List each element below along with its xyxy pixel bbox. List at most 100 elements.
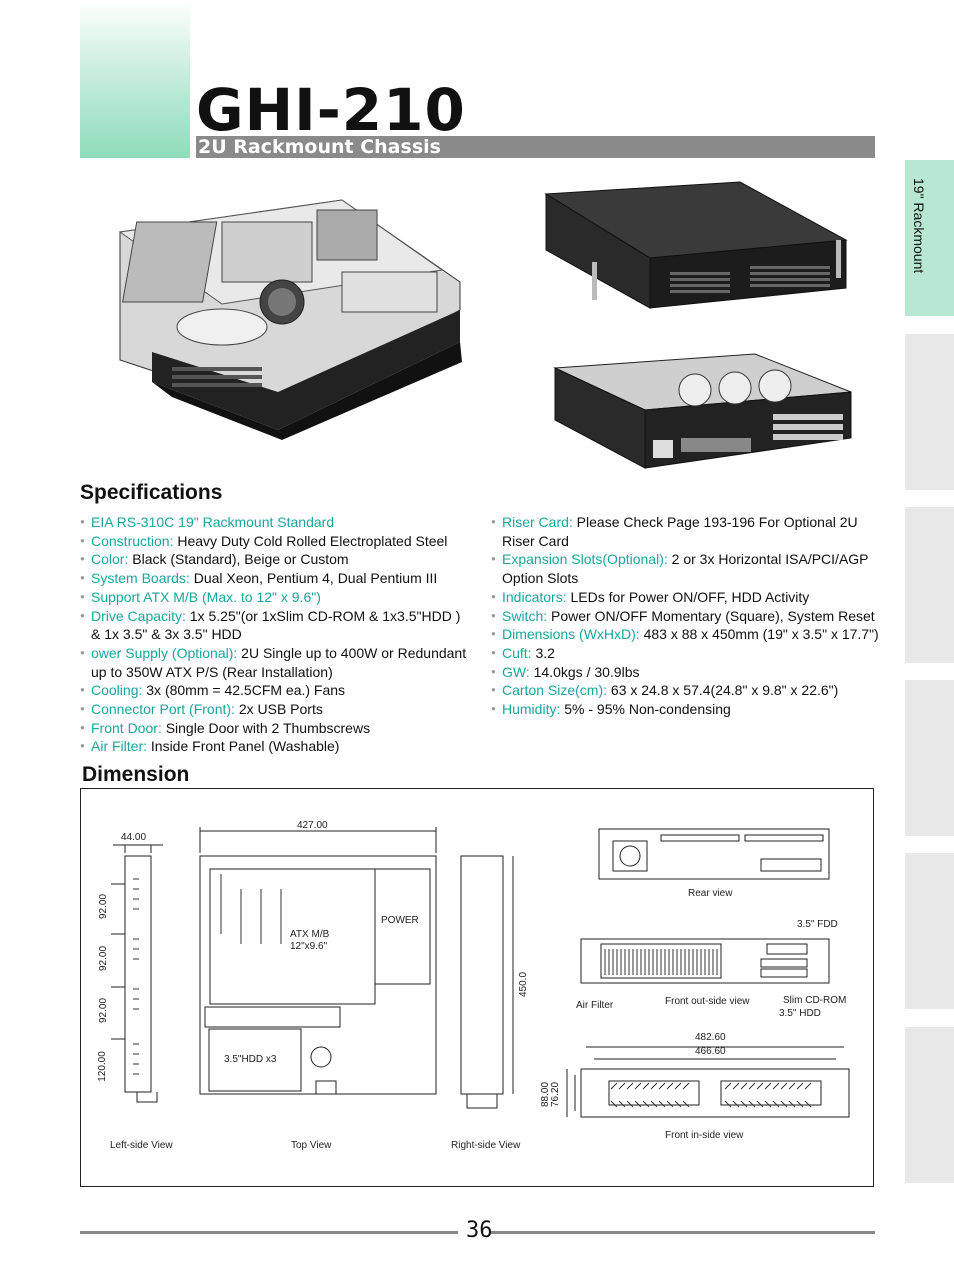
spec-item: Dimensions (WxHxD): 483 x 88 x 450mm (19…	[491, 625, 881, 644]
spec-label: GW:	[502, 663, 530, 680]
spec-item: Riser Card: Please Check Page 193-196 Fo…	[491, 513, 881, 550]
spec-label: Cooling:	[91, 682, 143, 699]
spec-value: 2U Single up to 400W or Redundant up to …	[91, 644, 467, 680]
spec-item: EIA RS-310C 19" Rackmount Standard	[80, 513, 472, 532]
spec-label: Drive Capacity:	[91, 607, 186, 624]
spec-item: Color: Black (Standard), Beige or Custom	[80, 550, 472, 569]
side-tab-2[interactable]	[905, 334, 954, 490]
spec-item: Cooling: 3x (80mm = 42.5CFM ea.) Fans	[80, 681, 472, 700]
label-right-side-view: Right-side View	[451, 1140, 521, 1151]
spec-value: 63 x 24.8 x 57.4(24.8" x 9.8" x 22.6")	[607, 682, 839, 699]
right-side-outline	[460, 855, 504, 1095]
spec-item: GW: 14.0kgs / 30.9lbs	[491, 663, 881, 682]
spec-value: 5% - 95% Non-condensing	[560, 701, 731, 718]
subtitle-bar	[196, 136, 875, 158]
spec-list-right: Riser Card: Please Check Page 193-196 Fo…	[491, 513, 881, 719]
dim-width-482: 482.60	[695, 1032, 726, 1043]
spec-item: Support ATX M/B (Max. to 12" x 9.6")	[80, 588, 472, 607]
dimension-drawings	[111, 827, 850, 1118]
spec-value: Black (Standard), Beige or Custom	[128, 551, 349, 568]
spec-value: LEDs for Power ON/OFF, HDD Activity	[566, 588, 810, 605]
spec-value: 2 or 3x Horizontal ISA/PCI/AGP Option Sl…	[502, 551, 869, 587]
label-top-view: Top View	[291, 1140, 332, 1151]
spec-value: Please Check Page 193-196 For Optional 2…	[502, 514, 858, 549]
side-tab-4[interactable]	[905, 680, 954, 836]
label-slim-cd: Slim CD-ROM	[783, 995, 847, 1006]
spec-item: Switch: Power ON/OFF Momentary (Square),…	[491, 607, 881, 626]
label-rear-view: Rear view	[688, 888, 733, 899]
footer-rule-left	[80, 1231, 458, 1234]
spec-item: Front Door: Single Door with 2 Thumbscre…	[80, 719, 472, 738]
spec-value: 3.2	[531, 644, 555, 661]
spec-item: Drive Capacity: 1x 5.25"(or 1xSlim CD-RO…	[80, 607, 472, 644]
dim-height-92-b: 92.00	[98, 945, 110, 972]
spec-label: System Boards:	[91, 570, 190, 587]
spec-value: 483 x 88 x 450mm (19" x 3.5" x 17.7")	[639, 626, 879, 643]
spec-item: Carton Size(cm): 63 x 24.8 x 57.4(24.8" …	[491, 681, 881, 700]
spec-label: Front Door:	[91, 719, 162, 736]
dim-width-44: 44.00	[121, 832, 147, 843]
dim-height-76: 76.20	[550, 1081, 562, 1108]
spec-list-left: EIA RS-310C 19" Rackmount StandardConstr…	[80, 513, 472, 756]
side-tab-6[interactable]	[905, 1027, 954, 1183]
spec-item: Connector Port (Front): 2x USB Ports	[80, 700, 472, 719]
spec-item: Construction: Heavy Duty Cold Rolled Ele…	[80, 532, 472, 551]
spec-value: 1x 5.25"(or 1xSlim CD-ROM & 1x3.5"HDD ) …	[91, 607, 461, 643]
page-number: 36	[466, 1218, 493, 1243]
spec-label: Support ATX M/B (Max. to 12" x 9.6")	[91, 588, 321, 605]
chassis-open-photo	[118, 199, 462, 440]
dim-depth-450: 450.0	[518, 971, 530, 998]
front-out-view-outline	[580, 938, 830, 984]
spec-label: Air Filter:	[91, 738, 147, 755]
label-power: POWER	[381, 915, 419, 926]
spec-value: Power ON/OFF Momentary (Square), System …	[547, 607, 875, 624]
spec-value: Inside Front Panel (Washable)	[147, 738, 340, 755]
label-fdd: 3.5" FDD	[797, 919, 838, 930]
spec-label: Switch:	[502, 607, 548, 624]
spec-label: Indicators:	[502, 588, 567, 605]
rear-view-outline	[598, 828, 830, 880]
chassis-rear-photo	[553, 353, 852, 469]
dim-width-427: 427.00	[297, 820, 328, 831]
spec-label: Color:	[91, 551, 129, 568]
dim-height-120: 120.00	[96, 1051, 108, 1082]
spec-label: Connector Port (Front):	[91, 701, 235, 718]
spec-value: Dual Xeon, Pentium 4, Dual Pentium III	[189, 570, 438, 587]
footer-rule-right	[491, 1231, 875, 1234]
spec-label: Riser Card:	[502, 514, 573, 530]
spec-label: Construction:	[91, 532, 174, 549]
label-air-filter: Air Filter	[576, 1000, 614, 1011]
side-tab-rackmount[interactable]	[905, 160, 954, 316]
dim-height-92-c: 92.00	[98, 997, 110, 1024]
spec-label: Humidity:	[502, 701, 561, 718]
side-tab-label: 19" Rackmount	[911, 178, 927, 274]
spec-value: 14.0kgs / 30.9lbs	[529, 663, 640, 680]
spec-item: System Boards: Dual Xeon, Pentium 4, Dua…	[80, 569, 472, 588]
spec-item: Cuft: 3.2	[491, 644, 881, 663]
dim-height-92-a: 92.00	[98, 893, 110, 920]
label-hdd-35: 3.5" HDD	[779, 1008, 821, 1019]
side-tab-5[interactable]	[905, 853, 954, 1009]
spec-item: Air Filter: Inside Front Panel (Washable…	[80, 737, 472, 756]
spec-value: 2x USB Ports	[234, 701, 323, 718]
spec-label: Carton Size(cm):	[502, 682, 608, 699]
side-tab-3[interactable]	[905, 507, 954, 663]
spec-value: Single Door with 2 Thumbscrews	[161, 719, 371, 736]
specifications-heading: Specifications	[80, 481, 223, 504]
spec-item: Indicators: LEDs for Power ON/OFF, HDD A…	[491, 588, 881, 607]
chassis-front-photo	[544, 181, 848, 309]
label-left-side-view: Left-side View	[110, 1140, 173, 1151]
subtitle: 2U Rackmount Chassis	[198, 136, 441, 158]
model-title: GHI-210	[196, 76, 466, 144]
spec-item: ower Supply (Optional): 2U Single up to …	[80, 644, 472, 681]
spec-label: Expansion Slots(Optional):	[502, 551, 668, 568]
spec-item: Expansion Slots(Optional): 2 or 3x Horiz…	[491, 550, 881, 587]
dimension-drawing-box: 44.00 427.00 92.00 92.00 92.00 120.00 AT…	[80, 788, 874, 1187]
label-atx-mb: ATX M/B	[290, 929, 330, 940]
spec-value: Heavy Duty Cold Rolled Electroplated Ste…	[173, 532, 448, 549]
label-atx-size: 12"x9.6"	[290, 941, 328, 952]
spec-label: Dimensions (WxHxD):	[502, 626, 640, 643]
label-front-out-view: Front out-side view	[665, 996, 750, 1007]
label-hdd-x3: 3.5"HDD x3	[224, 1054, 277, 1065]
header-accent-block	[80, 0, 190, 158]
